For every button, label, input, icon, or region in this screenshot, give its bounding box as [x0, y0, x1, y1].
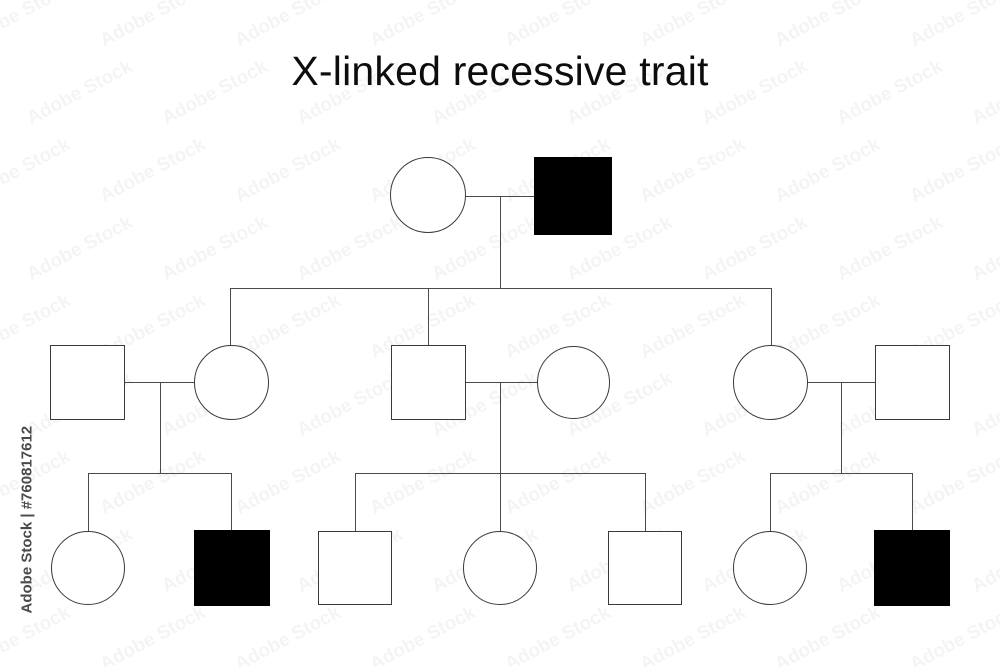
stock-id-watermark: Adobe Stock | #760817612	[18, 425, 36, 614]
watermark-tile: Adobe Stock	[0, 446, 74, 520]
watermark-tile: Adobe Stock	[97, 134, 210, 208]
watermark-tile: Adobe Stock	[367, 446, 480, 520]
sibling-drop-line	[230, 288, 232, 345]
sibling-drop-line	[500, 473, 502, 531]
sibling-drop-line	[912, 473, 914, 531]
watermark-tile: Adobe Stock	[969, 524, 1000, 598]
pedigree-node-ii-4	[536, 345, 610, 419]
watermark-tile: Adobe Stock	[97, 0, 210, 52]
mating-descent-line	[500, 196, 502, 288]
sibling-drop-line	[428, 288, 430, 345]
watermark-tile: Adobe Stock	[772, 0, 885, 52]
pedigree-node-iii-2	[194, 530, 270, 606]
pedigree-node-iii-7	[874, 530, 950, 606]
page-title: X-linked recessive trait	[291, 48, 709, 94]
watermark-tile: Adobe Stock	[699, 212, 812, 286]
watermark-tile: Adobe Stock	[907, 134, 1000, 208]
pedigree-node-ii-2	[193, 344, 269, 420]
sibling-drop-line	[231, 473, 233, 531]
watermark-tile: Adobe Stock	[502, 0, 615, 52]
watermark-tile: Adobe Stock	[0, 0, 74, 52]
watermark-tile: Adobe Stock	[159, 212, 272, 286]
watermark-tile: Adobe Stock	[834, 212, 947, 286]
watermark-tile: Adobe Stock	[907, 446, 1000, 520]
watermark-tile: Adobe Stock	[637, 134, 750, 208]
sibship-bar	[770, 473, 912, 475]
mating-line	[124, 382, 194, 384]
pedigree-node-iii-6	[733, 531, 807, 605]
watermark-tile: Adobe Stock	[24, 212, 137, 286]
pedigree-node-ii-6	[874, 344, 950, 420]
watermark-tile: Adobe Stock	[502, 602, 615, 667]
watermark-tile: Adobe Stock	[0, 134, 74, 208]
sibling-drop-line	[770, 473, 772, 531]
sibship-bar	[230, 288, 771, 290]
pedigree-node-i-2	[534, 157, 612, 235]
watermark-tile: Adobe Stock	[637, 290, 750, 364]
pedigree-node-iii-4	[463, 531, 537, 605]
watermark-tile: Adobe Stock	[772, 134, 885, 208]
watermark-tile: Adobe Stock	[232, 134, 345, 208]
watermark-tile: Adobe Stock	[97, 602, 210, 667]
watermark-tile: Adobe Stock	[907, 602, 1000, 667]
watermark-tile: Adobe Stock	[637, 446, 750, 520]
pedigree-node-ii-5	[732, 344, 808, 420]
watermark-tile: Adobe Stock	[969, 368, 1000, 442]
watermark-tile: Adobe Stock	[502, 446, 615, 520]
watermark-tile: Adobe Stock	[772, 602, 885, 667]
watermark-tile: Adobe Stock	[232, 0, 345, 52]
pedigree-node-ii-3	[390, 344, 466, 420]
watermark-tile: Adobe Stock	[0, 602, 74, 667]
watermark-tile: Adobe Stock	[232, 602, 345, 667]
watermark-tile: Adobe Stock	[969, 212, 1000, 286]
pedigree-node-ii-1	[49, 344, 125, 420]
mating-descent-line	[500, 382, 502, 473]
sibship-bar	[88, 473, 231, 475]
watermark-tile: Adobe Stock	[232, 446, 345, 520]
sibling-drop-line	[645, 473, 647, 531]
watermark-tile: Adobe Stock	[772, 446, 885, 520]
watermark-tile: Adobe Stock	[367, 0, 480, 52]
watermark-tile: Adobe Stock	[367, 602, 480, 667]
watermark-tile: Adobe Stock	[97, 446, 210, 520]
pedigree-node-i-1	[390, 157, 466, 233]
sibling-drop-line	[771, 288, 773, 345]
pedigree-node-iii-3	[318, 531, 392, 605]
mating-descent-line	[160, 382, 162, 473]
sibling-drop-line	[355, 473, 357, 531]
watermark-tile: Adobe Stock	[637, 602, 750, 667]
watermark-tile: Adobe Stock	[294, 212, 407, 286]
pedigree-node-iii-5	[608, 531, 682, 605]
watermark-tile: Adobe Stock	[637, 0, 750, 52]
sibling-drop-line	[88, 473, 90, 531]
mating-descent-line	[841, 382, 843, 473]
watermark-tile: Adobe Stock	[907, 0, 1000, 52]
pedigree-node-iii-1	[51, 531, 125, 605]
